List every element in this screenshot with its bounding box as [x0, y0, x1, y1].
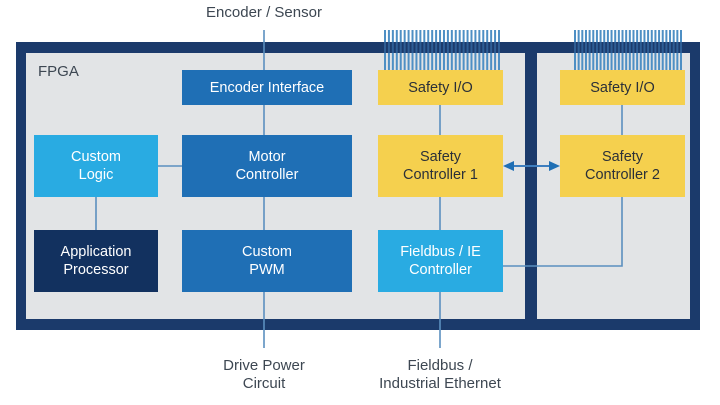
- connector-safety-controller-2-to-fieldbus-controller: [503, 197, 623, 267]
- block-safety-io-2[interactable]: Safety I/O: [560, 70, 685, 105]
- block-safety-io-1[interactable]: Safety I/O: [378, 70, 503, 105]
- block-motor-controller[interactable]: Motor Controller: [182, 135, 352, 197]
- block-application-processor[interactable]: Application Processor: [34, 230, 158, 292]
- panel-divider: [525, 42, 537, 330]
- safety-io-1-pin-comb: [384, 30, 500, 70]
- fpga-label: FPGA: [38, 63, 79, 80]
- block-custom-logic[interactable]: Custom Logic: [34, 135, 158, 197]
- safety-io-2-pin-comb: [574, 30, 682, 70]
- external-label-encoder-sensor: Encoder / Sensor: [206, 4, 322, 21]
- external-label-fieldbus-industrial-ethernet: Fieldbus / Industrial Ethernet: [379, 357, 501, 392]
- block-custom-pwm[interactable]: Custom PWM: [182, 230, 352, 292]
- block-safety-controller-1[interactable]: Safety Controller 1: [378, 135, 503, 197]
- block-fieldbus-ie-controller[interactable]: Fieldbus / IE Controller: [378, 230, 503, 292]
- external-label-drive-power-circuit: Drive Power Circuit: [223, 357, 305, 392]
- connector-safety-controller-1-to-safety-controller-2: [503, 161, 560, 171]
- block-safety-controller-2[interactable]: Safety Controller 2: [560, 135, 685, 197]
- block-encoder-interface[interactable]: Encoder Interface: [182, 70, 352, 105]
